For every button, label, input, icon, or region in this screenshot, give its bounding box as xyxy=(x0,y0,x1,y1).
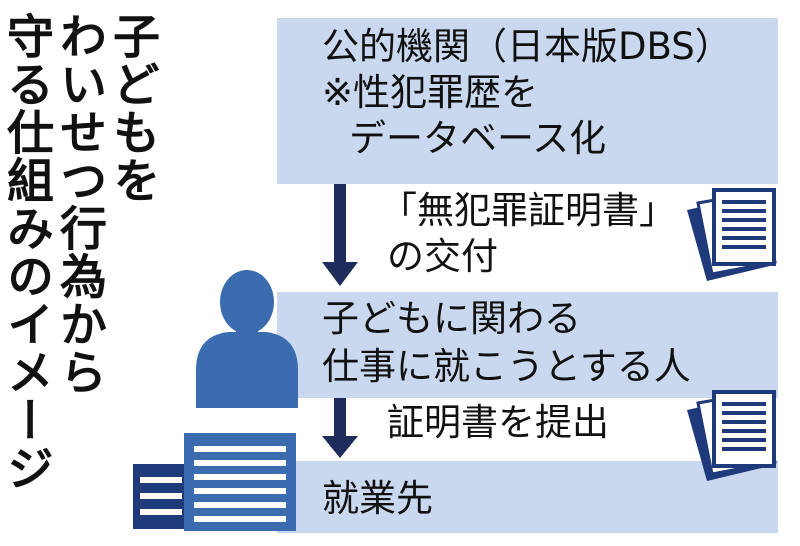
document-icon xyxy=(687,390,777,481)
applicant-label-line-1: 子どもに関わる xyxy=(322,297,581,340)
document-icon xyxy=(687,188,777,281)
down-arrow-icon xyxy=(322,398,358,458)
public-agency-box xyxy=(277,18,778,184)
certificate-label: 「無犯罪証明書」 xyxy=(380,189,676,232)
title-line-2: わいせつ行為から xyxy=(51,12,106,396)
applicant-box xyxy=(277,292,778,398)
public-agency-label: 公的機関（日本版DBS） xyxy=(322,25,732,68)
building-icon xyxy=(133,433,296,531)
down-arrow-icon xyxy=(322,184,358,286)
title-line-1: 子どもを xyxy=(104,12,159,204)
person-icon xyxy=(196,270,298,408)
employer-box xyxy=(277,461,778,533)
applicant-label-line-2: 仕事に就こうとする人 xyxy=(322,345,691,388)
criminal-record-note: ※性犯罪歴を xyxy=(322,71,539,114)
title-line-3: 守る仕組みのイメージ xyxy=(0,12,53,492)
employer-label: 就業先 xyxy=(322,477,433,520)
database-note: データベース化 xyxy=(349,117,607,160)
submit-certificate-label: 証明書を提出 xyxy=(387,401,609,444)
issuance-label: の交付 xyxy=(387,235,498,278)
